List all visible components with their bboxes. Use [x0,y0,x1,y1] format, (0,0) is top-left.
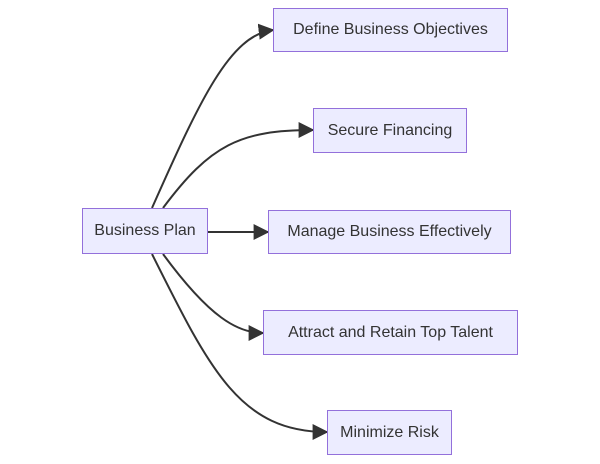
edge-to-attract-and-retain-top-talent [162,253,265,341]
node-manage-business-effectively: Manage Business Effectively [268,210,511,254]
node-minimize-risk: Minimize Risk [327,410,452,455]
edge-to-define-business-objectives [151,23,275,209]
node-attract-and-retain-top-talent: Attract and Retain Top Talent [263,310,518,355]
node-define-business-objectives: Define Business Objectives [273,8,508,52]
edge-to-secure-financing [162,122,315,209]
edge-to-minimize-risk [151,253,329,440]
node-label: Minimize Risk [340,423,439,441]
node-secure-financing: Secure Financing [313,108,467,153]
node-business-plan: Business Plan [82,208,208,254]
node-label: Define Business Objectives [293,21,488,38]
node-label: Secure Financing [327,121,453,139]
node-label: Manage Business Effectively [287,223,492,240]
node-label: Attract and Retain Top Talent [288,323,493,341]
node-label: Business Plan [94,222,196,239]
